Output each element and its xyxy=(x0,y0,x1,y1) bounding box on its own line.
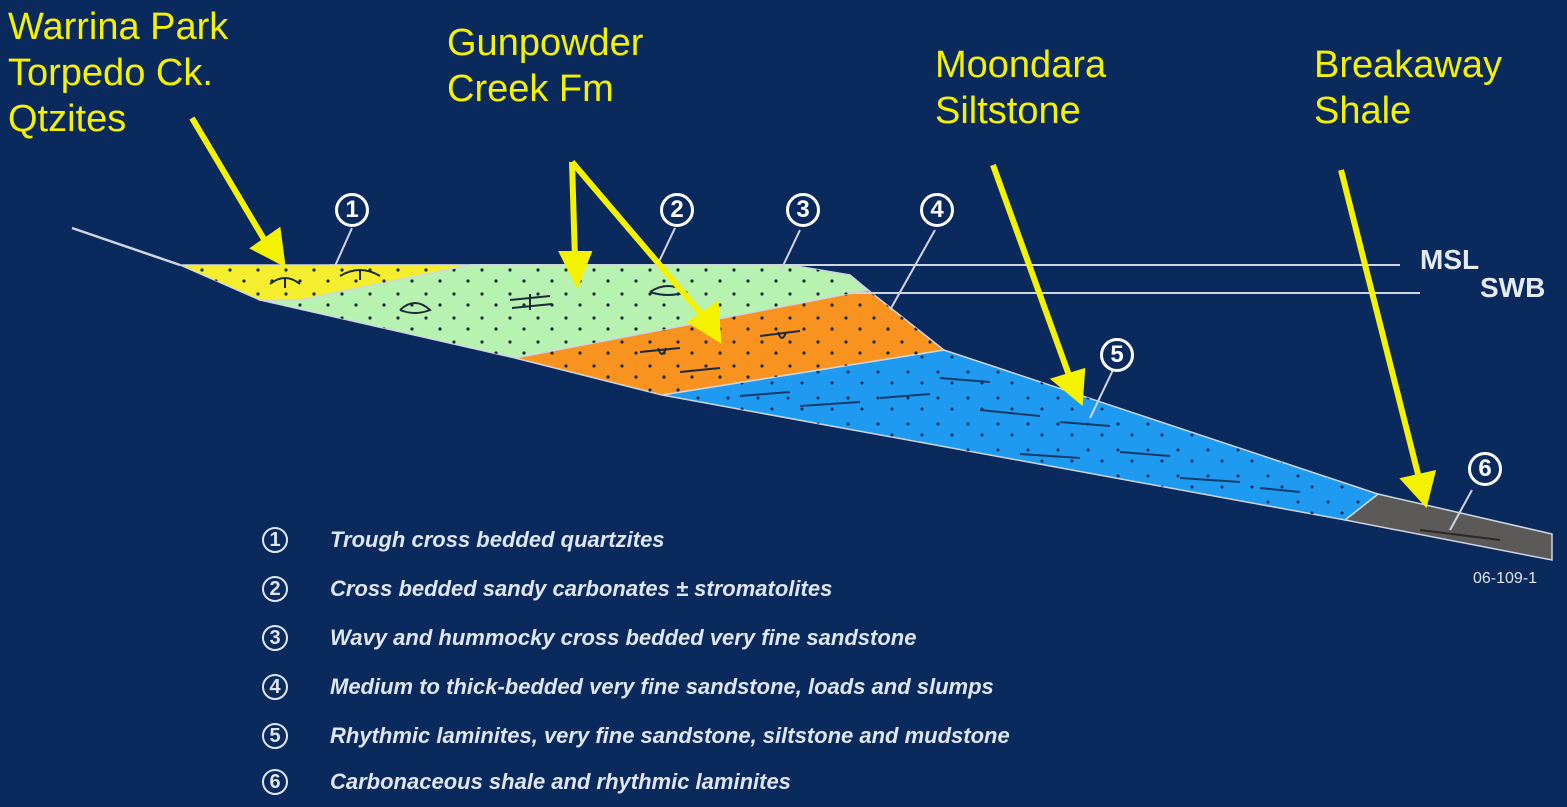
legend-number: 2 xyxy=(262,576,288,602)
arrow-head xyxy=(1399,470,1437,509)
callout-line: Gunpowder xyxy=(447,22,644,64)
swb-label: SWB xyxy=(1480,272,1546,303)
legend-text: Trough cross bedded quartzites xyxy=(330,527,665,552)
arrow-head xyxy=(249,226,286,268)
marker-3: 3 xyxy=(786,193,820,227)
msl-label: MSL xyxy=(1420,244,1480,275)
callout-line: Moondara xyxy=(935,44,1107,86)
sedimentary-symbols xyxy=(269,269,801,373)
marker-6: 6 xyxy=(1468,452,1502,486)
arrow-head xyxy=(1049,367,1086,407)
legend-number: 6 xyxy=(262,769,288,795)
lamination-marks xyxy=(739,377,1301,493)
callout-gunpowder-creek: Gunpowder Creek Fm xyxy=(447,20,643,112)
legend-text: Wavy and hummocky cross bedded very fine… xyxy=(330,625,917,650)
slope-line xyxy=(71,226,181,267)
legend-item: 5 Rhythmic laminites, very fine sandston… xyxy=(262,718,1010,754)
callout-line: Shale xyxy=(1314,90,1412,132)
legend-number: 1 xyxy=(262,527,288,553)
legend-item: 2 Cross bedded sandy carbonates ± stroma… xyxy=(262,571,832,607)
callout-line: Qtzites xyxy=(8,98,127,140)
legend-text: Medium to thick-bedded very fine sandsto… xyxy=(330,674,994,699)
callout-line: Torpedo Ck. xyxy=(8,52,213,94)
facies-1-texture xyxy=(180,265,470,300)
arrow-head xyxy=(558,251,593,290)
callout-line: Breakaway xyxy=(1314,44,1502,86)
facies-4-texture xyxy=(515,290,944,395)
callout-warrina-park: Warrina Park Torpedo Ck. Qtzites xyxy=(8,4,228,142)
shale-mark xyxy=(1419,529,1501,541)
legend-item: 6 Carbonaceous shale and rhythmic lamini… xyxy=(262,764,791,800)
marker-4: 4 xyxy=(920,193,954,227)
callout-line: Warrina Park xyxy=(8,6,229,48)
facies-6-shale xyxy=(1343,493,1553,561)
legend-item: 4 Medium to thick-bedded very fine sands… xyxy=(262,669,994,705)
legend-number: 3 xyxy=(262,625,288,651)
legend-text: Rhythmic laminites, very fine sandstone,… xyxy=(330,723,1010,748)
legend-item: 3 Wavy and hummocky cross bedded very fi… xyxy=(262,620,916,656)
marker-5: 5 xyxy=(1100,338,1134,372)
callout-line: Creek Fm xyxy=(447,68,614,110)
legend-number: 5 xyxy=(262,723,288,749)
legend-text: Carbonaceous shale and rhythmic laminite… xyxy=(330,769,791,794)
callout-breakaway-shale: Breakaway Shale xyxy=(1314,42,1502,134)
marker-2: 2 xyxy=(660,193,694,227)
callout-moondara-siltstone: Moondara Siltstone xyxy=(935,42,1106,134)
facies-5-texture xyxy=(662,350,1378,520)
facies-2-3-texture xyxy=(260,265,868,358)
marker-1: 1 xyxy=(335,193,369,227)
legend-text: Cross bedded sandy carbonates ± stromato… xyxy=(330,576,833,601)
legend-number: 4 xyxy=(262,674,288,700)
arrow-head xyxy=(686,300,722,344)
legend-item: 1 Trough cross bedded quartzites xyxy=(262,522,665,558)
callout-line: Siltstone xyxy=(935,90,1081,132)
callout-arrows xyxy=(189,116,1437,509)
figure-id: 06-109-1 xyxy=(1473,570,1538,587)
